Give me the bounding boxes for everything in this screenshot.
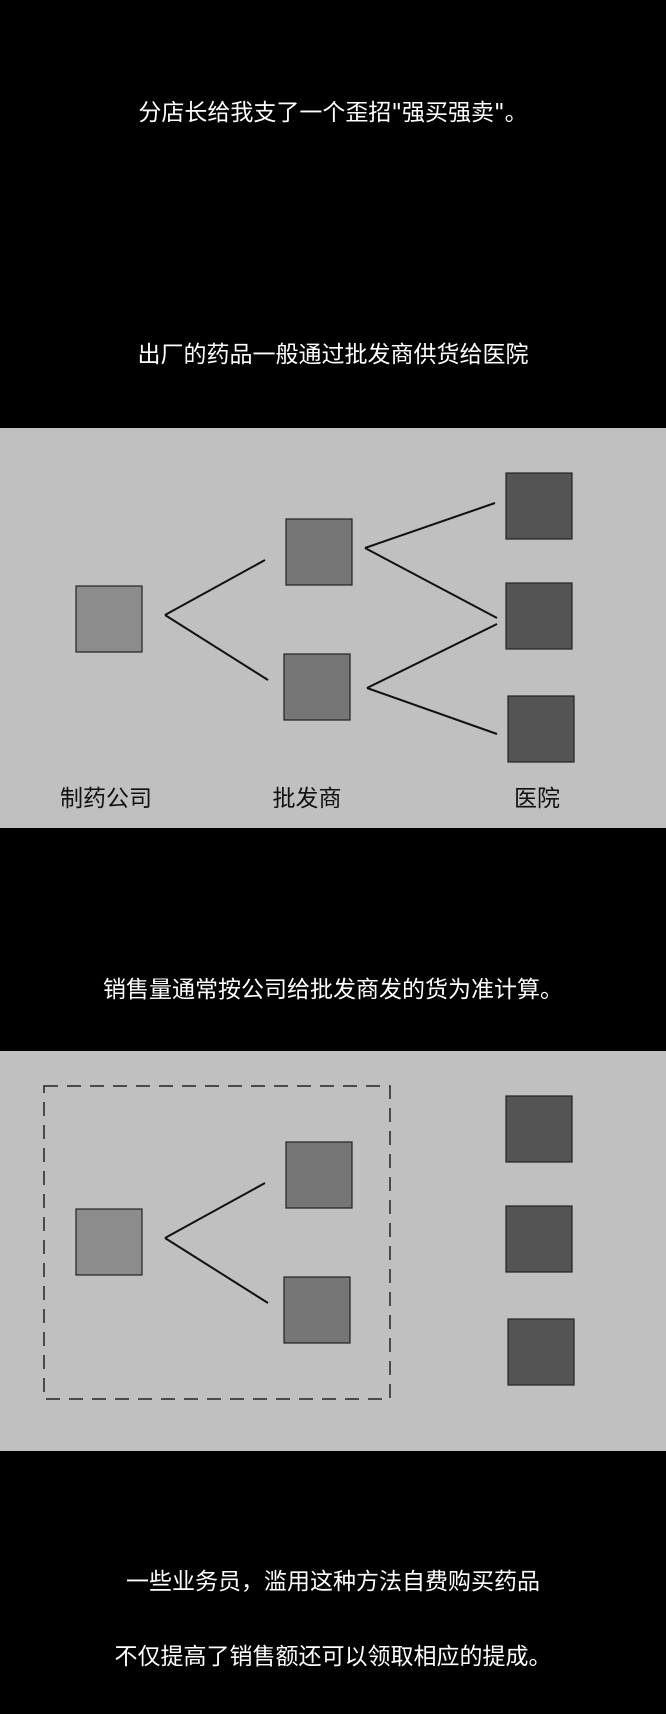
wholesaler-box-2-top: [285, 1141, 353, 1209]
caption-3: 销售量通常按公司给批发商发的货为准计算。: [103, 977, 563, 1003]
hospital-box-2-2: [505, 1205, 573, 1273]
hospital-box-2: [505, 582, 573, 650]
caption-5: 不仅提高了销售额还可以领取相应的提成。: [114, 1644, 552, 1670]
hospital-box-3: [507, 695, 575, 763]
line-wholesaler-hospital-4: [366, 687, 498, 735]
label-hospital: 医院: [514, 786, 560, 812]
wholesaler-box-bottom: [283, 653, 351, 721]
label-manufacturer: 制药公司: [60, 786, 152, 812]
supply-chain-svg: [75, 472, 575, 763]
wholesaler-box-2-bottom: [283, 1276, 351, 1344]
connector-lines-2: [164, 1182, 269, 1304]
manufacturer-box: [75, 585, 143, 653]
sales-count-svg: [43, 1085, 575, 1400]
label-wholesaler: 批发商: [272, 786, 342, 812]
line-wholesaler-hospital-3: [366, 623, 498, 689]
line-wholesaler-hospital-1: [364, 502, 496, 549]
counted-sales-boundary: [43, 1085, 391, 1400]
hospital-box-2-3: [507, 1318, 575, 1386]
caption-4: 一些业务员，滥用这种方法自费购买药品: [126, 1569, 540, 1595]
line-2-bottom: [164, 1237, 269, 1304]
line-2-top: [164, 1182, 266, 1239]
sales-count-diagram: [0, 1051, 666, 1451]
line-manufacturer-wholesaler-top: [164, 559, 266, 616]
supply-chain-diagram: 制药公司 批发商 医院: [0, 428, 666, 828]
line-manufacturer-wholesaler-bottom: [164, 614, 269, 681]
connector-lines: [164, 502, 498, 735]
manufacturer-box-2: [75, 1208, 143, 1276]
hospital-box-1: [505, 472, 573, 540]
caption-2: 出厂的药品一般通过批发商供货给医院: [137, 342, 529, 368]
caption-1: 分店长给我支了一个歪招"强买强卖"。: [138, 100, 528, 126]
wholesaler-box-top: [285, 518, 353, 586]
line-wholesaler-hospital-2: [364, 547, 498, 619]
hospital-box-2-1: [505, 1095, 573, 1163]
